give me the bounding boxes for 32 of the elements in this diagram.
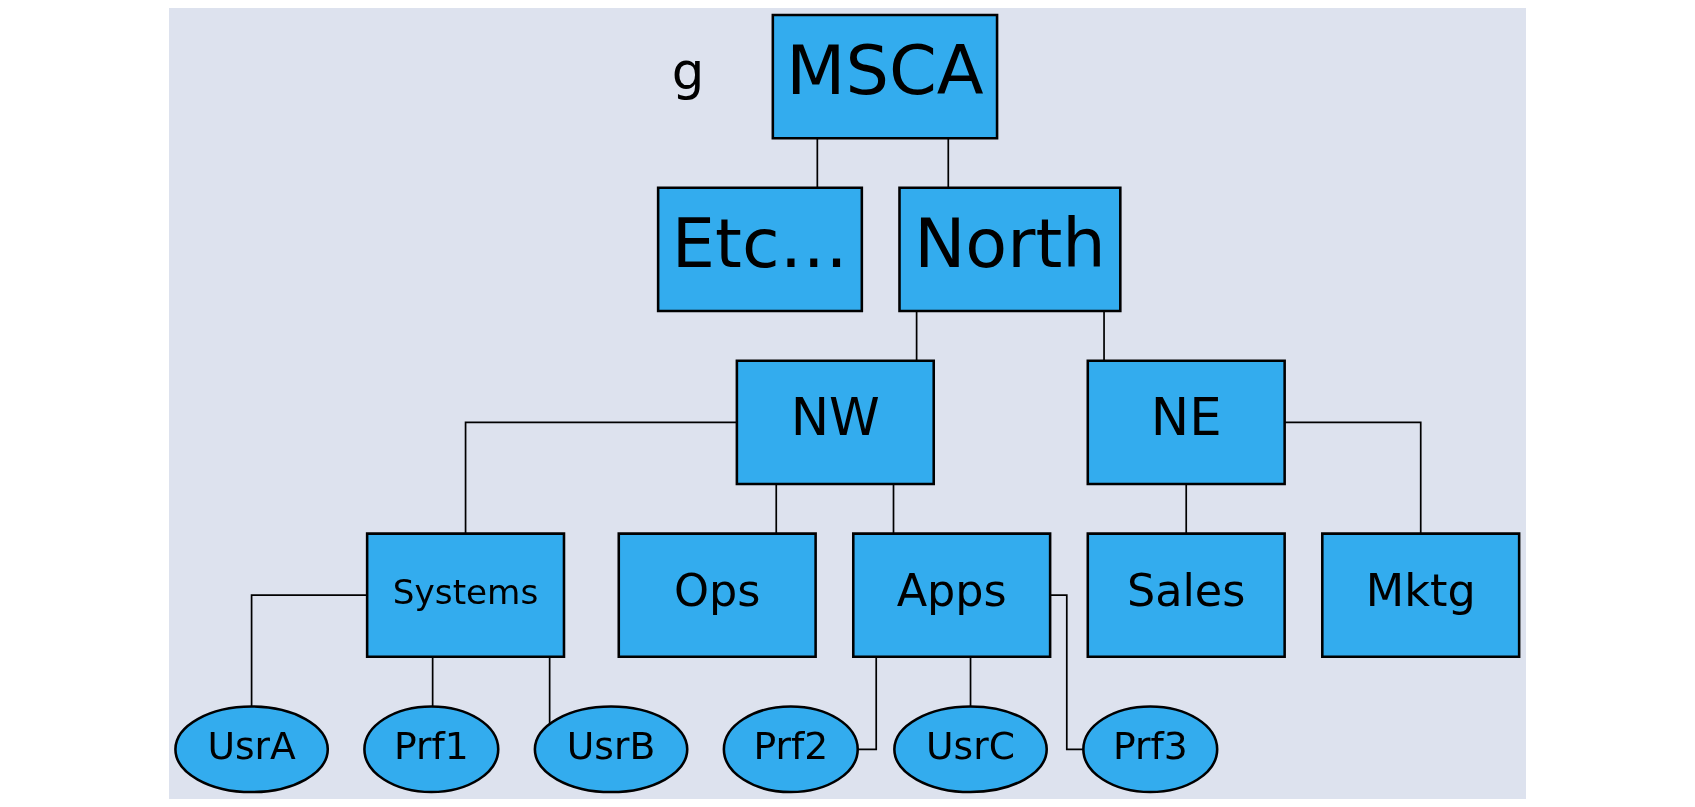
connector <box>250 594 368 708</box>
connector <box>431 656 434 708</box>
node-box: Systems <box>365 532 566 659</box>
connector <box>857 656 878 751</box>
connector <box>775 483 778 534</box>
connector <box>1185 483 1188 534</box>
node-ellipse: Prf2 <box>722 705 859 794</box>
connector <box>1284 421 1422 535</box>
node-box: Sales <box>1086 532 1286 659</box>
connector <box>464 421 738 535</box>
node-box: North <box>898 186 1122 313</box>
connector <box>1049 594 1084 751</box>
node-ellipse: UsrC <box>893 705 1048 794</box>
connector <box>816 137 819 189</box>
node-box: Apps <box>852 532 1052 659</box>
node-box: NW <box>735 359 935 486</box>
node-ellipse: UsrA <box>174 705 330 794</box>
node-box: Mktg <box>1321 532 1521 659</box>
connector <box>548 656 551 725</box>
node-box: Etc… <box>656 186 864 313</box>
connector <box>892 483 895 534</box>
node-box: MSCA <box>771 13 999 140</box>
node-ellipse: UsrB <box>533 705 689 794</box>
node-box: NE <box>1086 359 1286 486</box>
connector <box>1103 310 1105 362</box>
connector <box>969 656 972 708</box>
node-box: Ops <box>617 532 817 659</box>
node-ellipse: Prf3 <box>1082 705 1219 794</box>
label: g <box>671 41 705 102</box>
connector <box>915 310 918 362</box>
node-ellipse: Prf1 <box>363 705 500 794</box>
connector <box>947 137 950 189</box>
